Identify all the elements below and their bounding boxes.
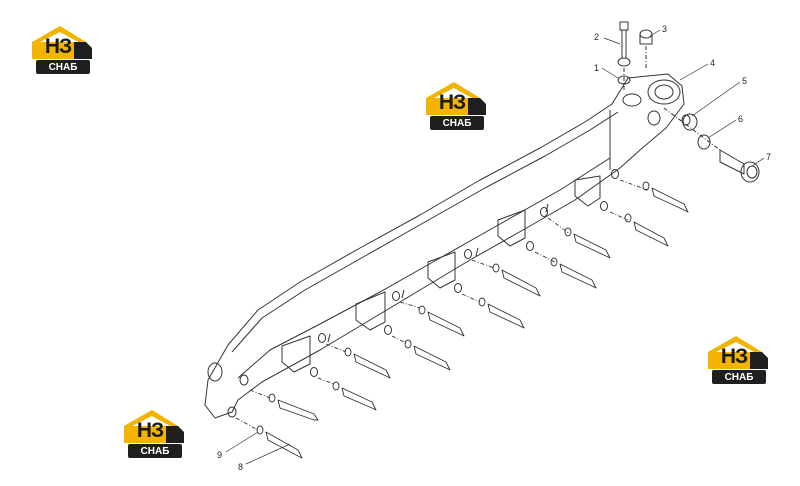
logo-letters: НЗ <box>438 91 466 114</box>
washers <box>256 181 650 435</box>
manifold-body <box>204 73 685 419</box>
callout-3: 3 <box>662 24 667 34</box>
manifold-rear-port <box>207 362 223 382</box>
sensor-7 <box>719 149 760 183</box>
callout-2: 2 <box>594 32 599 42</box>
bolt-set <box>235 179 689 459</box>
top-bolt-2 <box>617 21 631 67</box>
brand-logo: НЗ СНАБ <box>30 24 96 76</box>
callout-7: 7 <box>766 152 771 162</box>
port-flanges <box>281 110 611 373</box>
logo-name: СНАБ <box>442 118 472 129</box>
logo-name: СНАБ <box>48 62 78 73</box>
manifold-edge <box>231 111 619 353</box>
brand-logo: НЗ СНАБ <box>122 408 188 460</box>
leader-lines <box>225 29 765 465</box>
callout-4: 4 <box>710 58 715 68</box>
logo-letters: НЗ <box>136 419 164 442</box>
manifold-top-boss <box>622 93 642 107</box>
sleeve-5 <box>681 113 698 131</box>
manifold-outlet-bore <box>654 84 674 100</box>
callout-8: 8 <box>238 462 243 472</box>
house-logo-icon <box>32 26 92 74</box>
bolts <box>265 187 689 459</box>
seal-6 <box>697 134 711 150</box>
brand-logo: НЗ СНАБ <box>424 80 490 132</box>
logo-letters: НЗ <box>720 345 748 368</box>
callout-1: 1 <box>594 63 599 73</box>
manifold-rear-hole-2 <box>227 406 237 418</box>
callout-6: 6 <box>738 114 743 124</box>
house-logo-icon <box>708 336 768 384</box>
flange-holes <box>310 169 619 377</box>
callout-9: 9 <box>217 450 222 460</box>
brand-logo: НЗ СНАБ <box>706 334 772 386</box>
logo-name: СНАБ <box>140 446 170 457</box>
logo-letters: НЗ <box>44 35 72 58</box>
manifold-rear-hole <box>239 374 249 386</box>
manifold-edge-lower <box>237 157 611 379</box>
manifold-outlet <box>647 79 681 105</box>
logo-name: СНАБ <box>724 372 754 383</box>
house-logo-icon <box>426 82 486 130</box>
manifold-side-port <box>647 110 661 126</box>
plug-3 <box>639 29 653 45</box>
callout-5: 5 <box>742 76 747 86</box>
house-logo-icon <box>124 410 184 458</box>
